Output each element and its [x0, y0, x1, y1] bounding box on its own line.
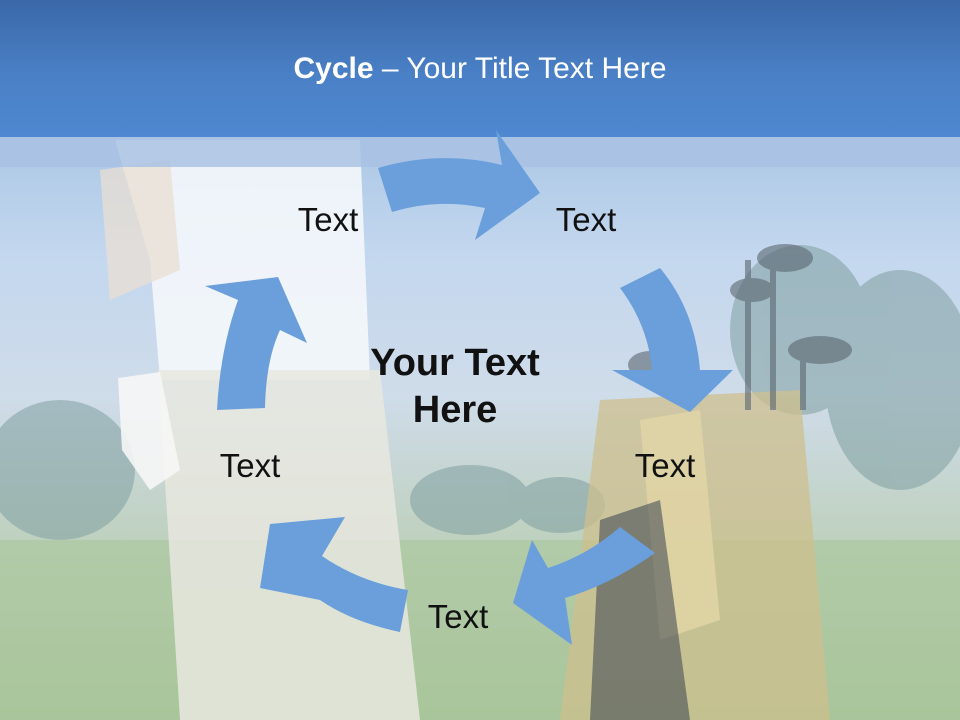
title-bold-part: Cycle [293, 52, 374, 85]
cycle-node-label-5: Text [219, 447, 281, 484]
cycle-arrow-1 [378, 130, 540, 240]
title-bar [0, 0, 960, 137]
cycle-arrow-4 [260, 517, 408, 632]
cycle-node-label-3: Text [634, 447, 696, 484]
cycle-node-label-2: Text [555, 201, 617, 238]
cycle-arrow-5 [205, 277, 307, 410]
center-text-line-1: Your Text [370, 342, 540, 384]
center-text-line-2: Here [412, 389, 498, 431]
center-text: Your Text Here [330, 340, 580, 434]
cycle-node-label-4: Text [427, 598, 489, 635]
cycle-arrow-3 [513, 527, 655, 645]
cycle-node-label-1: Text [297, 201, 359, 238]
title-regular-part: – Your Title Text Here [373, 52, 667, 85]
slide-title: Cycle – Your Title Text Here [0, 52, 960, 86]
cycle-arrow-2 [612, 268, 733, 412]
